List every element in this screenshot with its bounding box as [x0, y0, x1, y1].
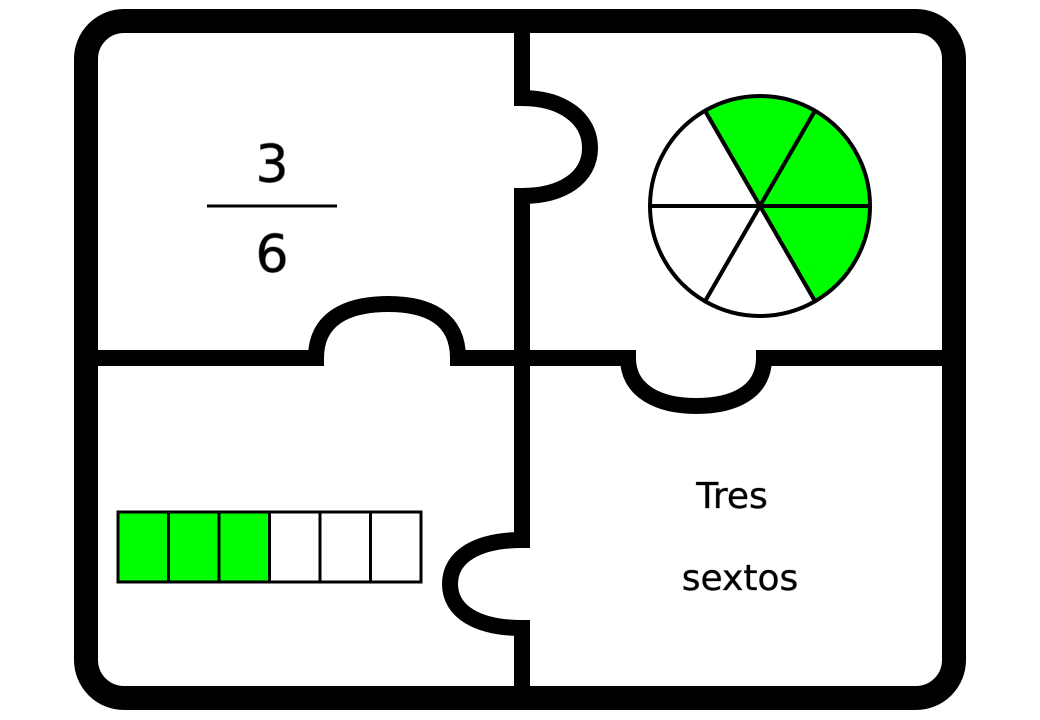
horizontal-divider-left: [92, 295, 522, 366]
bar-segment-empty: [268, 510, 322, 584]
fraction-numerator: 3: [255, 135, 288, 195]
fraction-word-sextos: sextos: [682, 558, 798, 599]
pie-sector-shaded: [758, 108, 872, 208]
vertical-divider-bottom: [441, 358, 530, 694]
fraction-denominator: 6: [255, 225, 288, 285]
piece-circle-fraction: [648, 94, 872, 318]
fraction-word-tres: Tres: [695, 476, 768, 517]
bar-segment-shaded: [116, 510, 170, 584]
pie-sector-empty: [703, 204, 817, 318]
bar-segment-empty: [318, 510, 372, 584]
vertical-divider-top: [514, 27, 599, 358]
piece-bar-fraction: [116, 510, 423, 584]
pie-sector-shaded: [758, 204, 872, 304]
piece-fraction-words: Tres sextos: [681, 476, 798, 600]
horizontal-divider-right: [522, 350, 948, 415]
bar-segment-empty: [369, 510, 423, 584]
pie-sector-shaded: [703, 94, 817, 208]
puzzle-outer-frame: [74, 9, 966, 710]
pie-sector-empty: [648, 204, 762, 304]
bar-segment-shaded: [167, 510, 221, 584]
piece-fraction-number: 3 6: [207, 134, 337, 286]
pie-sector-empty: [648, 108, 762, 208]
bar-segment-shaded: [217, 510, 271, 584]
